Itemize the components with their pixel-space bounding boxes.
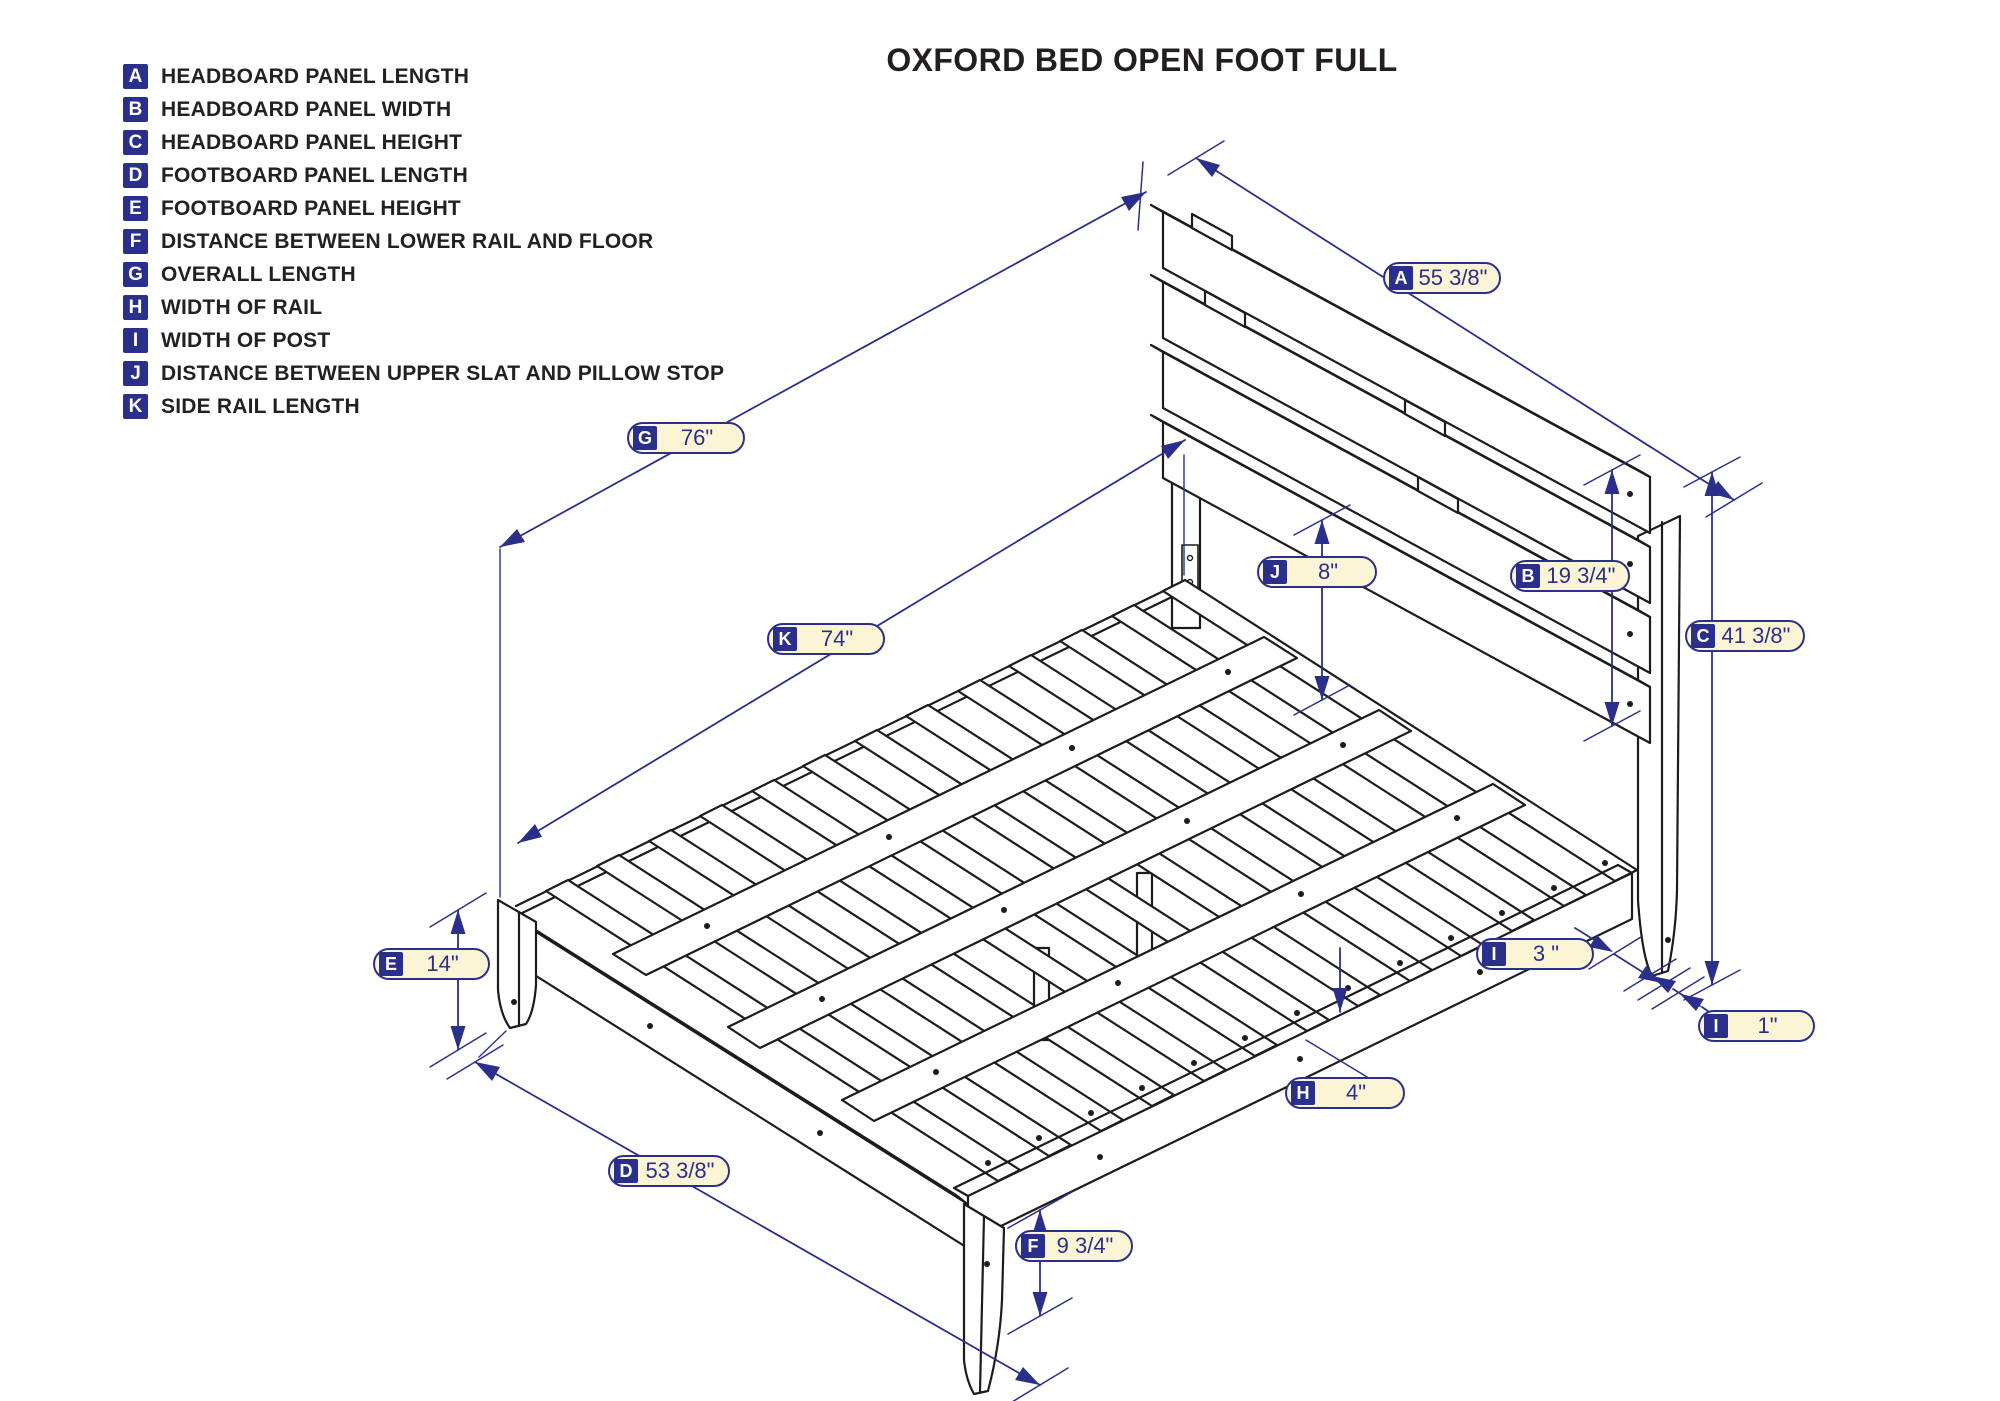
- legend-item-d: D FOOTBOARD PANEL LENGTH: [123, 159, 724, 192]
- dim-badge-j: J 8": [1257, 556, 1377, 588]
- dim-key-h: H: [1291, 1081, 1315, 1105]
- dim-key-b: B: [1516, 564, 1540, 588]
- dim-line-i1: [1613, 953, 1729, 1026]
- dim-line-e: [429, 892, 487, 1068]
- legend-label-f: DISTANCE BETWEEN LOWER RAIL AND FLOOR: [161, 229, 654, 253]
- dim-key-k: K: [773, 627, 797, 651]
- pillow-stop-tab: [1403, 398, 1447, 438]
- legend-item-j: J DISTANCE BETWEEN UPPER SLAT AND PILLOW …: [123, 357, 724, 390]
- dim-key-f: F: [1021, 1234, 1045, 1258]
- legend-label-e: FOOTBOARD PANEL HEIGHT: [161, 196, 461, 220]
- headboard-panel: [1149, 203, 1652, 745]
- dim-key-j: J: [1263, 560, 1287, 584]
- legend-key-g: G: [123, 262, 148, 287]
- legend-label-i: WIDTH OF POST: [161, 328, 331, 352]
- dim-line-h: [1305, 947, 1373, 1081]
- dim-badge-i3: I 3 ": [1476, 938, 1594, 970]
- dim-value-g: 76": [680, 425, 714, 450]
- legend-key-h: H: [123, 295, 148, 320]
- dim-badge-k: K 74": [767, 623, 885, 655]
- legend-item-k: K SIDE RAIL LENGTH: [123, 390, 724, 423]
- screw-dots: [511, 491, 1671, 1267]
- foot-right-leg: [962, 1202, 1006, 1396]
- legend-key-b: B: [123, 97, 148, 122]
- dim-badge-e: E 14": [373, 948, 490, 980]
- dimension-annotations: [429, 140, 1763, 1401]
- pillow-stop-tab: [1203, 289, 1247, 329]
- legend: A HEADBOARD PANEL LENGTH B HEADBOARD PANEL…: [123, 60, 724, 423]
- legend-item-h: H WIDTH OF RAIL: [123, 291, 724, 324]
- dim-value-c: 41 3/8": [1721, 623, 1791, 648]
- foot-left-leg: [496, 898, 538, 1030]
- page-title: OXFORD BED OPEN FOOT FULL: [886, 42, 1398, 78]
- dim-line-j: [1293, 504, 1351, 716]
- legend-label-c: HEADBOARD PANEL HEIGHT: [161, 130, 463, 154]
- legend-label-k: SIDE RAIL LENGTH: [161, 394, 360, 418]
- dim-key-a: A: [1389, 266, 1413, 290]
- dim-badge-g: G 76": [627, 422, 745, 454]
- dim-line-b: [1583, 454, 1641, 742]
- support-boards: [611, 635, 1527, 1123]
- bed-drawing: [496, 203, 1682, 1396]
- dim-value-e: 14": [426, 951, 459, 976]
- legend-key-a: A: [123, 64, 148, 89]
- pillow-stop-tab: [1190, 212, 1234, 252]
- legend-label-g: OVERALL LENGTH: [161, 262, 356, 286]
- dim-badge-i1: I 1": [1698, 1010, 1815, 1042]
- dim-value-f: 9 3/4": [1056, 1233, 1114, 1258]
- dim-line-g: [499, 161, 1147, 898]
- dim-value-k: 74": [820, 626, 854, 651]
- dim-value-i1: 1": [1757, 1013, 1778, 1038]
- dim-line-f: [1007, 1191, 1073, 1335]
- legend-item-b: B HEADBOARD PANEL WIDTH: [123, 93, 724, 126]
- dim-value-b: 19 3/4": [1546, 563, 1616, 588]
- legend-item-g: G OVERALL LENGTH: [123, 258, 724, 291]
- legend-key-c: C: [123, 130, 148, 155]
- dim-badge-h: H 4": [1285, 1077, 1405, 1109]
- legend-label-a: HEADBOARD PANEL LENGTH: [161, 64, 470, 88]
- dim-key-i1: I: [1704, 1014, 1728, 1038]
- dim-value-d: 53 3/8": [645, 1158, 715, 1183]
- legend-item-e: E FOOTBOARD PANEL HEIGHT: [123, 192, 724, 225]
- legend-key-k: K: [123, 394, 148, 419]
- dim-key-e: E: [379, 952, 403, 976]
- legend-key-i: I: [123, 328, 148, 353]
- dim-value-h: 4": [1345, 1080, 1367, 1105]
- legend-key-j: J: [123, 361, 148, 386]
- dim-value-i3: 3 ": [1532, 941, 1560, 966]
- legend-item-a: A HEADBOARD PANEL LENGTH: [123, 60, 724, 93]
- legend-key-e: E: [123, 196, 148, 221]
- legend-key-d: D: [123, 163, 148, 188]
- dim-line-c: [1683, 456, 1741, 1001]
- pillow-stop-tab: [1416, 475, 1460, 515]
- legend-label-b: HEADBOARD PANEL WIDTH: [161, 97, 452, 121]
- dim-badge-f: F 9 3/4": [1015, 1230, 1133, 1262]
- legend-label-j: DISTANCE BETWEEN UPPER SLAT AND PILLOW S…: [161, 361, 725, 385]
- legend-item-c: C HEADBOARD PANEL HEIGHT: [123, 126, 724, 159]
- dim-key-i3: I: [1482, 942, 1506, 966]
- dim-line-d: [446, 1030, 1069, 1401]
- legend-label-h: WIDTH OF RAIL: [161, 295, 323, 319]
- dim-key-c: C: [1691, 624, 1715, 648]
- legend-item-f: F DISTANCE BETWEEN LOWER RAIL AND FLOOR: [123, 225, 724, 258]
- dim-value-a: 55 3/8": [1418, 265, 1488, 290]
- dim-badge-d: D 53 3/8": [608, 1155, 730, 1187]
- legend-key-f: F: [123, 229, 148, 254]
- dim-key-g: G: [633, 426, 657, 450]
- legend-item-i: I WIDTH OF POST: [123, 324, 724, 357]
- dim-key-d: D: [614, 1159, 638, 1183]
- legend-label-d: FOOTBOARD PANEL LENGTH: [161, 163, 468, 187]
- dim-value-j: 8": [1317, 559, 1339, 584]
